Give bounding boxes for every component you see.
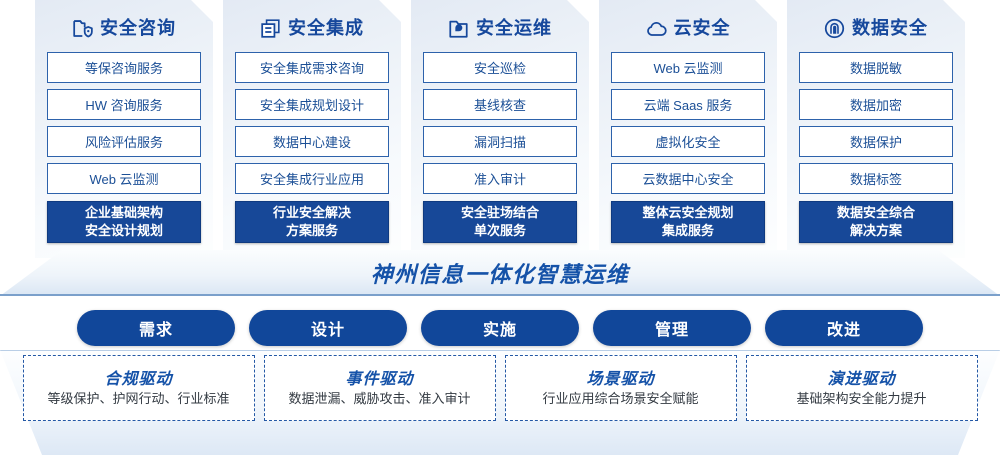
summary-line-1: 数据安全综合: [836, 204, 915, 220]
driver-subtitle: 行业应用综合场景安全赋能: [542, 390, 699, 406]
service-item[interactable]: 安全集成行业应用: [235, 163, 389, 194]
service-column-data-security[interactable]: 数据安全 数据脱敏 数据加密 数据保护 数据标签 数据安全综合 解决方案: [787, 0, 965, 258]
column-title: 云安全: [673, 18, 731, 38]
column-summary[interactable]: 整体云安全规划 集成服务: [611, 201, 765, 243]
service-item[interactable]: Web 云监测: [611, 52, 765, 83]
column-header: 安全咨询: [47, 4, 201, 52]
summary-line-1: 安全驻场结合: [460, 204, 539, 220]
driver-evolution[interactable]: 演进驱动 基础架构安全能力提升: [745, 355, 978, 421]
driver-list: 合规驱动 等级保护、护网行动、行业标准 事件驱动 数据泄漏、威胁攻击、准入审计 …: [0, 355, 1000, 447]
service-item[interactable]: 安全集成需求咨询: [235, 52, 389, 83]
service-column-cloud-security[interactable]: 云安全 Web 云监测 云端 Saas 服务 虚拟化安全 云数据中心安全 整体云…: [599, 0, 777, 258]
driver-subtitle: 基础架构安全能力提升: [796, 390, 927, 406]
service-item[interactable]: 漏洞扫描: [423, 126, 577, 157]
folder-shield-icon: [72, 18, 93, 39]
service-column-security-integration[interactable]: 安全集成 安全集成需求咨询 安全集成规划设计 数据中心建设 安全集成行业应用 行…: [223, 0, 401, 258]
service-item[interactable]: 虚拟化安全: [611, 126, 765, 157]
service-column-security-operations[interactable]: 安全运维 安全巡检 基线核查 漏洞扫描 准入审计 安全驻场结合 单次服务: [411, 0, 589, 258]
column-header: 安全运维: [423, 4, 577, 52]
summary-line-2: 单次服务: [473, 223, 526, 238]
summary-line-1: 整体云安全规划: [642, 204, 734, 220]
service-item[interactable]: 数据脱敏: [799, 52, 953, 83]
driver-scenario[interactable]: 场景驱动 行业应用综合场景安全赋能: [504, 355, 737, 421]
driver-incident[interactable]: 事件驱动 数据泄漏、威胁攻击、准入审计: [263, 355, 496, 421]
driver-subtitle: 数据泄漏、威胁攻击、准入审计: [288, 390, 471, 406]
column-summary[interactable]: 行业安全解决 方案服务: [235, 201, 389, 243]
phase-pill-implementation[interactable]: 实施: [421, 310, 579, 346]
service-item[interactable]: 数据保护: [799, 126, 953, 157]
service-item[interactable]: 等保咨询服务: [47, 52, 201, 83]
drivers-base: 合规驱动 等级保护、护网行动、行业标准 事件驱动 数据泄漏、威胁攻击、准入审计 …: [0, 350, 1000, 456]
layered-documents-icon: [260, 18, 281, 39]
column-summary[interactable]: 数据安全综合 解决方案: [799, 201, 953, 243]
service-item[interactable]: 安全巡检: [423, 52, 577, 83]
service-item[interactable]: 准入审计: [423, 163, 577, 194]
summary-line-2: 集成服务: [661, 223, 714, 238]
phase-pill-design[interactable]: 设计: [249, 310, 407, 346]
banner-baseline: [0, 294, 1000, 296]
column-title: 安全运维: [476, 18, 552, 38]
column-header: 安全集成: [235, 4, 389, 52]
phase-pills: 需求 设计 实施 管理 改进: [0, 310, 1000, 346]
driver-title: 场景驱动: [586, 370, 655, 388]
column-summary[interactable]: 安全驻场结合 单次服务: [423, 201, 577, 243]
phase-pill-improvement[interactable]: 改进: [765, 310, 923, 346]
service-item[interactable]: 数据中心建设: [235, 126, 389, 157]
summary-line-1: 行业安全解决: [272, 204, 351, 220]
banner-shape: [0, 250, 1000, 296]
service-item[interactable]: 安全集成规划设计: [235, 89, 389, 120]
service-item[interactable]: 基线核查: [423, 89, 577, 120]
column-summary[interactable]: 企业基础架构 安全设计规划: [47, 201, 201, 243]
driver-subtitle: 等级保护、护网行动、行业标准: [47, 390, 230, 406]
service-item[interactable]: 云端 Saas 服务: [611, 89, 765, 120]
driver-compliance[interactable]: 合规驱动 等级保护、护网行动、行业标准: [22, 355, 255, 421]
summary-line-2: 方案服务: [285, 223, 338, 238]
cloud-icon: [646, 18, 667, 39]
driver-title: 合规驱动: [104, 370, 173, 388]
service-column-security-consulting[interactable]: 安全咨询 等保咨询服务 HW 咨询服务 风险评估服务 Web 云监测 企业基础架…: [35, 0, 213, 258]
folder-chart-icon: [448, 18, 469, 39]
phase-pill-management[interactable]: 管理: [593, 310, 751, 346]
service-item[interactable]: 数据加密: [799, 89, 953, 120]
driver-title: 事件驱动: [345, 370, 414, 388]
service-item[interactable]: 数据标签: [799, 163, 953, 194]
column-title: 安全咨询: [100, 18, 176, 38]
summary-line-2: 安全设计规划: [84, 223, 163, 238]
service-item[interactable]: Web 云监测: [47, 163, 201, 194]
column-header: 数据安全: [799, 4, 953, 52]
service-item[interactable]: HW 咨询服务: [47, 89, 201, 120]
service-item[interactable]: 云数据中心安全: [611, 163, 765, 194]
service-columns: 安全咨询 等保咨询服务 HW 咨询服务 风险评估服务 Web 云监测 企业基础架…: [0, 0, 1000, 258]
summary-line-2: 解决方案: [849, 223, 902, 238]
banner-title: 神州信息一体化智慧运维: [370, 262, 630, 287]
fingerprint-icon: [824, 18, 845, 39]
driver-title: 演进驱动: [827, 370, 896, 388]
column-title: 数据安全: [852, 18, 928, 38]
column-title: 安全集成: [288, 18, 364, 38]
platform-banner: 神州信息一体化智慧运维: [0, 250, 1000, 298]
summary-line-1: 企业基础架构: [84, 204, 163, 220]
column-header: 云安全: [611, 4, 765, 52]
service-item[interactable]: 风险评估服务: [47, 126, 201, 157]
phase-pill-requirement[interactable]: 需求: [77, 310, 235, 346]
